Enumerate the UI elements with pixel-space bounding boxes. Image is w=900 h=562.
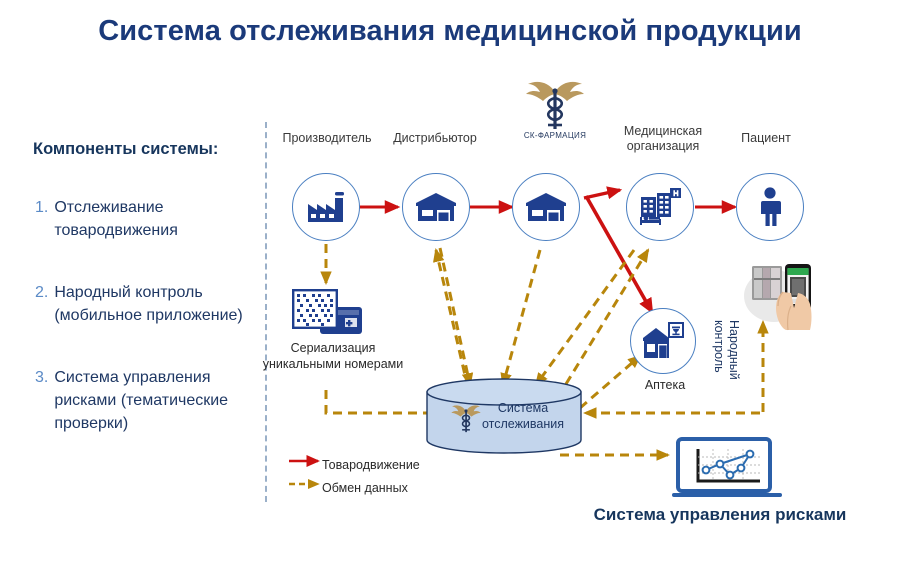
- data-exchange-arrows: [320, 244, 769, 461]
- node-label-patient: Пациент: [741, 131, 791, 145]
- component-label: Отслеживание товародвижения: [54, 199, 178, 239]
- database-cylinder-icon: [426, 378, 582, 454]
- serialization-caption: Сериализация уникальными номерами: [262, 341, 404, 371]
- legend-label-goods-movement: Товародвижение: [322, 458, 420, 472]
- page-title: Система отслеживания медицинской продукц…: [98, 15, 802, 47]
- node-manufacturer[interactable]: [292, 173, 360, 241]
- components-heading: Компоненты системы:: [33, 140, 219, 158]
- laptop-chart-icon: [672, 437, 782, 497]
- node-patient[interactable]: [736, 173, 804, 241]
- warehouse-icon: [416, 193, 456, 221]
- warehouse-icon: [526, 193, 566, 221]
- hand-with-phone-icon: [744, 264, 812, 331]
- public-control-label: Народный контроль: [712, 320, 741, 380]
- public-control-photo: [738, 258, 843, 331]
- node-label-pharmacy: Аптека: [644, 378, 686, 392]
- legend-swatches: [289, 455, 321, 490]
- database-label-line2: отслеживания: [481, 417, 565, 431]
- node-label-manufacturer: Производитель: [282, 131, 372, 145]
- serialization-icon-wrap: [290, 287, 366, 339]
- goods-flow-arrows: [356, 186, 738, 315]
- component-number: 2.: [35, 284, 49, 301]
- legend-label-data-exchange: Обмен данных: [322, 481, 408, 495]
- component-label: Система управления рисками (тематические…: [54, 369, 229, 432]
- component-number: 1.: [35, 199, 49, 216]
- caduceus-icon: [451, 405, 481, 433]
- database-label: Система отслеживания: [468, 400, 578, 432]
- component-number: 3.: [35, 369, 49, 386]
- risk-system-laptop[interactable]: [672, 437, 782, 499]
- tracking-database[interactable]: [424, 378, 584, 456]
- node-distributor[interactable]: [402, 173, 470, 241]
- hospital-bed-icon: [640, 215, 661, 225]
- risk-system-caption: Система управления рисками: [593, 505, 847, 524]
- node-sk-pharmacia[interactable]: [512, 173, 580, 241]
- datamatrix-code-icon: [292, 289, 362, 334]
- component-item-1: 1. Отслеживание товародвижения: [35, 196, 267, 242]
- pharmacy-icon: [643, 322, 684, 358]
- factory-icon: [308, 192, 344, 222]
- sk-pharmacia-logo: СК-ФАРМАЦИЯ: [498, 76, 612, 148]
- vertical-divider: [265, 122, 267, 502]
- component-item-2: 2. Народный контроль (мобильное приложен…: [35, 281, 267, 327]
- person-icon: [761, 187, 781, 226]
- component-item-3: 3. Система управления рисками (тематичес…: [35, 366, 267, 435]
- database-label-line1: Система: [497, 401, 549, 415]
- node-medical-org[interactable]: [626, 173, 694, 241]
- node-pharmacy[interactable]: [630, 308, 696, 374]
- node-label-distributor: Дистрибьютор: [393, 131, 477, 145]
- node-label-medical-org: Медицинская организация: [623, 124, 703, 153]
- component-label: Народный контроль (мобильное приложение): [54, 284, 243, 324]
- caduceus-icon: [526, 81, 584, 129]
- sk-pharmacia-logo-text: СК-ФАРМАЦИЯ: [523, 131, 587, 140]
- hospital-icon: [640, 188, 681, 225]
